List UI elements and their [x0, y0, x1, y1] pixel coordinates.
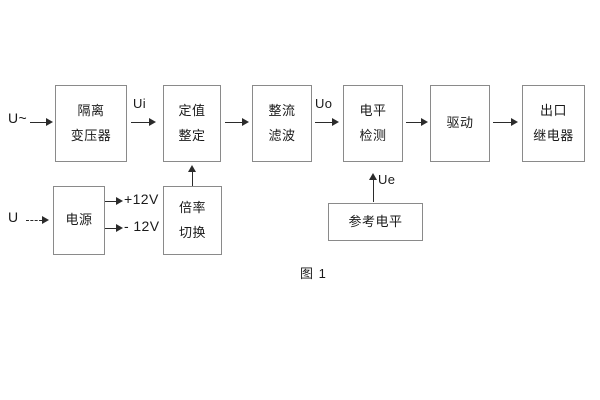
connector-uo-arrowhead	[332, 117, 339, 126]
connector-ui-line	[131, 122, 150, 123]
block-reference-level: 参考电平	[328, 203, 423, 241]
connector-drive-relay-line	[493, 122, 512, 123]
connector-drive-relay-arrowhead	[511, 117, 518, 126]
connector-rail-negative-line	[105, 228, 117, 229]
block-value-setting-line1: 定值	[178, 102, 206, 118]
connector-rail-positive-line	[105, 201, 117, 202]
block-drive-line1: 驱动	[446, 115, 474, 131]
rail-label-positive: +12V	[124, 191, 159, 207]
connector-leveldetect-drive-arrowhead	[421, 117, 428, 126]
block-isolation-transformer: 隔离 变压器	[55, 85, 127, 162]
block-rectify-filter-line1: 整流	[268, 102, 296, 118]
connector-rail-positive-arrowhead	[116, 196, 123, 205]
connector-uac-arrowhead	[46, 117, 53, 126]
block-level-detection-line2: 检测	[359, 127, 387, 143]
block-level-detection: 电平 检测	[343, 85, 403, 162]
block-value-setting-line2: 整定	[178, 127, 206, 143]
connector-leveldetect-drive-line	[406, 122, 423, 123]
block-multiplier-switch-line2: 切换	[178, 224, 206, 240]
connector-ue-line	[373, 180, 374, 202]
figure-caption: 图 1	[300, 266, 327, 281]
block-rectify-filter-line2: 滤波	[268, 127, 296, 143]
block-power-supply: 电源	[53, 186, 105, 255]
connector-setting-rectifier-arrowhead	[242, 117, 249, 126]
connector-ue-arrowhead	[368, 173, 377, 180]
block-power-supply-line1: 电源	[65, 212, 93, 228]
block-isolation-transformer-line2: 变压器	[70, 127, 112, 143]
signal-label-uo: Uo	[315, 96, 333, 111]
connector-multiplier-setting-line	[192, 172, 193, 186]
block-multiplier-switch-line1: 倍率	[178, 199, 206, 215]
connector-uac-line	[30, 122, 48, 123]
input-label-u-dc: U	[8, 209, 19, 225]
block-output-relay: 出口 继电器	[522, 85, 585, 162]
block-output-relay-line1: 出口	[539, 102, 567, 118]
block-multiplier-switch: 倍率 切换	[163, 186, 222, 255]
connector-udc-dashed-line	[26, 220, 42, 221]
connector-rail-negative-arrowhead	[116, 223, 123, 232]
connector-uo-line	[315, 122, 333, 123]
connector-ui-arrowhead	[149, 117, 156, 126]
block-isolation-transformer-line1: 隔离	[77, 102, 105, 118]
block-level-detection-line1: 电平	[359, 102, 387, 118]
block-reference-level-line1: 参考电平	[348, 213, 403, 229]
signal-label-ue: Ue	[378, 172, 396, 187]
block-drive: 驱动	[430, 85, 490, 162]
connector-udc-arrowhead	[42, 215, 49, 224]
block-value-setting: 定值 整定	[163, 85, 221, 162]
rail-label-negative: - 12V	[124, 218, 160, 234]
block-rectify-filter: 整流 滤波	[252, 85, 312, 162]
input-label-u-ac: U~	[8, 110, 28, 126]
connector-setting-rectifier-line	[225, 122, 243, 123]
signal-label-ui: Ui	[133, 96, 147, 111]
block-output-relay-line2: 继电器	[533, 127, 574, 143]
connector-multiplier-setting-arrowhead	[187, 165, 196, 172]
